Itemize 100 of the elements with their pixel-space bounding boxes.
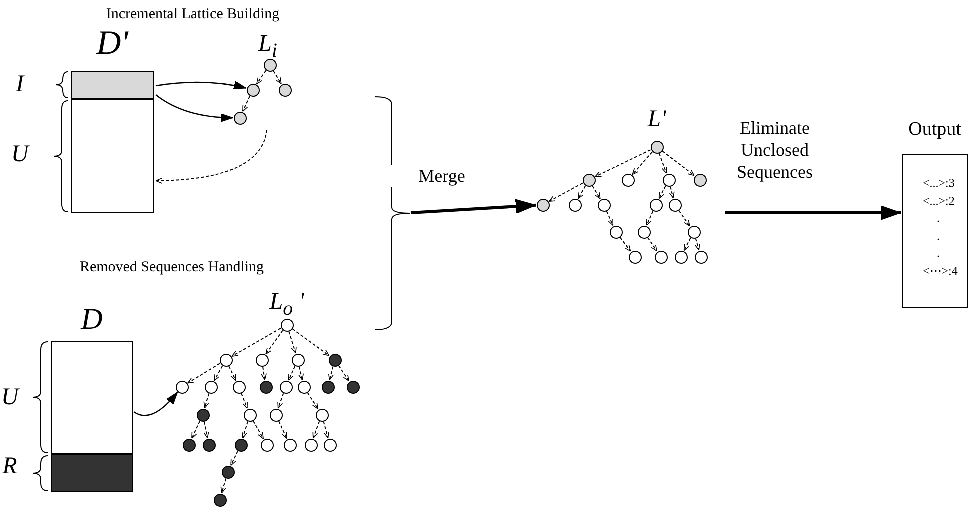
lattice-node [220, 354, 232, 366]
curved-arrow [134, 392, 178, 416]
dashed-arrow [278, 393, 284, 409]
lattice-node [292, 354, 304, 366]
lattice-node [650, 198, 662, 212]
dashed-arrow [278, 420, 288, 440]
dashed-arrow [307, 392, 319, 410]
lattice-node [176, 380, 188, 394]
lattice-node [278, 84, 292, 96]
lattice-node [598, 198, 610, 212]
lattice-node [202, 438, 216, 452]
dashed-arrow [606, 210, 614, 226]
lattice-node [674, 250, 688, 264]
dashed-arrow [594, 150, 652, 178]
dashed-arrow [662, 150, 695, 176]
dashed-arrow [256, 70, 267, 85]
lattice-node [536, 198, 550, 212]
dashed-arrow [647, 237, 658, 252]
dashed-arrow [632, 152, 653, 176]
lattice-node [568, 198, 582, 212]
ellipsis-dot: . [937, 245, 940, 262]
dashed-arrow [678, 210, 690, 227]
lattice-node [346, 380, 360, 394]
ellipsis-dot: . [937, 210, 940, 227]
dashed-arrow [338, 365, 350, 382]
dashed-arrow [191, 420, 201, 440]
lattice-node [204, 380, 218, 394]
list-entry: <...>:3 [923, 175, 955, 192]
table-band [71, 99, 154, 213]
list-entry: <⋯>:4 [923, 262, 958, 280]
lattice-label: L$_{o}$ ' [270, 289, 304, 321]
table-band [51, 454, 133, 492]
dashed-arrow [187, 363, 221, 384]
lattice-node [322, 380, 334, 394]
dashed-arrow [266, 330, 284, 355]
lattice-node [214, 494, 226, 506]
lattice-node [284, 438, 296, 452]
lattice-node [264, 58, 276, 72]
lattice-node [622, 174, 634, 186]
lattice-label: L' [648, 106, 666, 134]
lattice-node [316, 408, 328, 422]
dashed-arrow [548, 182, 584, 202]
dashed-arrow [228, 366, 236, 382]
dashed-arrow [592, 186, 601, 200]
dashed-arrow [232, 328, 282, 358]
dashed-arrow [298, 366, 304, 381]
dashed-arrow [694, 238, 700, 251]
dashed-arrow [261, 366, 267, 381]
lattice-node [234, 112, 246, 124]
ellipsis-dot: . [937, 228, 940, 244]
curved-arrow [156, 94, 234, 122]
lattice-node [650, 140, 664, 154]
dashed-arrow [273, 70, 282, 84]
heading: Output [908, 119, 962, 141]
lattice-node [246, 84, 260, 96]
dashed-arrow [204, 393, 210, 409]
lattice-node [260, 438, 274, 452]
dashed-arrow [669, 186, 675, 199]
dashed-arrow [328, 366, 334, 381]
list-entry: <...>:2 [923, 192, 955, 210]
lattice-node [260, 380, 272, 394]
lattice-node [304, 438, 318, 452]
thick-arrow [725, 206, 902, 220]
section-title: Incremental Lattice Building [106, 6, 280, 24]
lattice-node [196, 408, 210, 422]
dashed-arrow [288, 331, 297, 354]
dashed-arrow [684, 238, 692, 252]
lattice-label: L$_{i}$ [258, 31, 278, 63]
table-band [71, 71, 154, 99]
dashed-arrow [292, 328, 330, 356]
dashed-arrow [230, 450, 238, 466]
lattice-node [280, 380, 292, 394]
lattice-node [638, 226, 650, 238]
dashed-arrow [658, 153, 668, 174]
section-title: Removed Sequences Handling [80, 260, 264, 276]
dashed-arrow [646, 210, 654, 226]
lattice-node [234, 438, 248, 452]
curved-arrow [156, 81, 247, 90]
lattice-node [298, 380, 310, 394]
lattice-node [244, 408, 256, 422]
dashed-arrow [204, 421, 210, 439]
lattice-node [324, 438, 336, 452]
dashed-arrow [323, 421, 330, 439]
dashed-arrow [578, 186, 586, 200]
band-label: U [11, 142, 29, 168]
lattice-node [688, 226, 700, 238]
lattice-node [694, 174, 706, 186]
lattice-node [280, 318, 294, 332]
dashed-arrow [242, 421, 248, 439]
lattice-node [270, 408, 282, 422]
lattice-node [694, 250, 708, 264]
curly-brace [373, 96, 411, 332]
heading: D [80, 303, 104, 337]
lattice-node [328, 354, 342, 366]
dashed-arrow [214, 366, 224, 382]
dashed-arrow [288, 366, 296, 382]
dashed-arrow [312, 421, 320, 439]
lattice-node [662, 174, 676, 186]
band-label: U [1, 384, 19, 412]
table-band [51, 341, 133, 454]
